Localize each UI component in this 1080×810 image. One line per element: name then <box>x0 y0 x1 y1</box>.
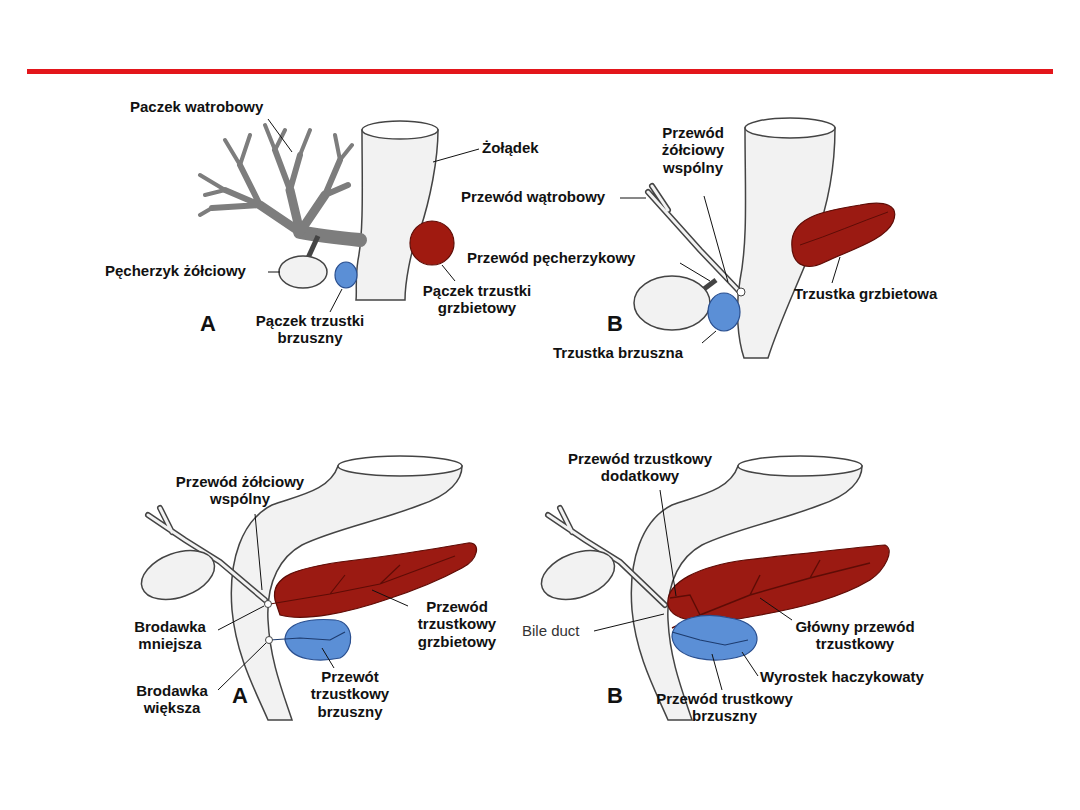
dorsal-pancreas <box>792 203 895 266</box>
part-label: Przewót trzustkowy brzuszny <box>300 668 400 720</box>
leader-line <box>832 257 840 283</box>
panel-letter: B <box>607 311 623 336</box>
leader-line <box>712 654 722 690</box>
leader-line <box>742 652 758 676</box>
leader-line <box>704 196 728 282</box>
gallbladder <box>135 541 221 608</box>
part-label: Pęcherzyk żółciowy <box>105 262 246 279</box>
leader-line <box>442 265 455 281</box>
part-label: Przewód pęcherzykowy <box>467 249 635 266</box>
panel-letter: A <box>200 311 216 336</box>
leader-lines <box>620 196 840 343</box>
part-label: Przewód wątrobowy <box>461 188 605 205</box>
liver-branch <box>200 125 352 215</box>
part-label: Pączek trzustki brzuszny <box>240 312 380 347</box>
gallbladder <box>279 256 327 288</box>
hepatic-duct <box>648 186 740 292</box>
leader-line <box>268 272 280 273</box>
part-label: Przewód żółciowy wspólny <box>165 473 315 508</box>
leader-line <box>330 289 342 312</box>
leader-line <box>255 514 262 590</box>
hepatic-duct <box>648 186 740 292</box>
leader-line <box>594 614 664 631</box>
uncinate-process <box>672 616 757 660</box>
part-label: Wyrostek haczykowaty <box>760 668 924 685</box>
ventral-bud <box>335 262 357 288</box>
stomach-opening <box>745 118 835 138</box>
part-label: Trzustka brzuszna <box>553 344 683 361</box>
part-label: Przewód żółciowy wspólny <box>648 124 738 176</box>
part-label: Brodawka większa <box>127 682 217 717</box>
dorsal-duct <box>270 556 455 604</box>
title-rule <box>27 69 1053 74</box>
panel-letter: A <box>232 683 248 708</box>
leader-line <box>218 643 266 690</box>
major-papilla <box>266 637 273 644</box>
part-label: Brodawka mniejsza <box>125 618 215 653</box>
part-label: Trzustka grzbietowa <box>794 285 937 302</box>
leader-line <box>433 149 479 162</box>
stomach-opening <box>738 456 862 476</box>
pancreatic-duct <box>800 212 888 245</box>
leader-lines <box>594 490 792 690</box>
leader-line <box>660 490 676 596</box>
leader-line <box>702 331 716 343</box>
ventral-duct <box>672 632 748 645</box>
leader-line <box>680 263 710 281</box>
part-label: Przewód trzustkowy grzbietowy <box>402 598 512 650</box>
stomach-body <box>356 130 438 300</box>
dorsal-bud <box>410 221 454 265</box>
liver-branch <box>212 150 348 208</box>
liver-stalk <box>300 232 360 240</box>
ventral-duct <box>270 632 345 640</box>
part-label: Główny przewód trzustkowy <box>775 618 935 653</box>
part-label: Bile duct <box>522 622 580 639</box>
panel-letter: B <box>607 683 623 708</box>
liver-bud <box>200 125 360 240</box>
pancreas <box>668 545 889 621</box>
part-label: Przewód trzustkowy dodatkowy <box>540 450 740 485</box>
leader-line <box>620 198 646 199</box>
ventral-pancreas <box>708 293 740 331</box>
stomach-opening <box>338 456 462 476</box>
stomach <box>356 121 438 300</box>
papilla <box>737 288 745 296</box>
part-label: Żołądek <box>482 139 539 156</box>
cystic-duct <box>308 236 318 258</box>
gallbladder <box>535 541 621 608</box>
part-label: Przewód trustkowy brzuszny <box>632 690 817 725</box>
leader-line <box>322 648 334 668</box>
part-label: Pączek trzustki grzbietowy <box>412 282 542 317</box>
leader-line <box>760 598 792 620</box>
leader-line <box>372 590 408 606</box>
leader-lines <box>218 514 408 690</box>
liver-branch <box>260 190 325 232</box>
leader-line <box>268 119 292 152</box>
stomach-opening <box>362 121 438 139</box>
part-label: Paczek watrobowy <box>130 98 263 115</box>
minor-papilla <box>265 601 272 608</box>
gallbladder <box>634 276 710 330</box>
leader-line <box>218 606 264 630</box>
